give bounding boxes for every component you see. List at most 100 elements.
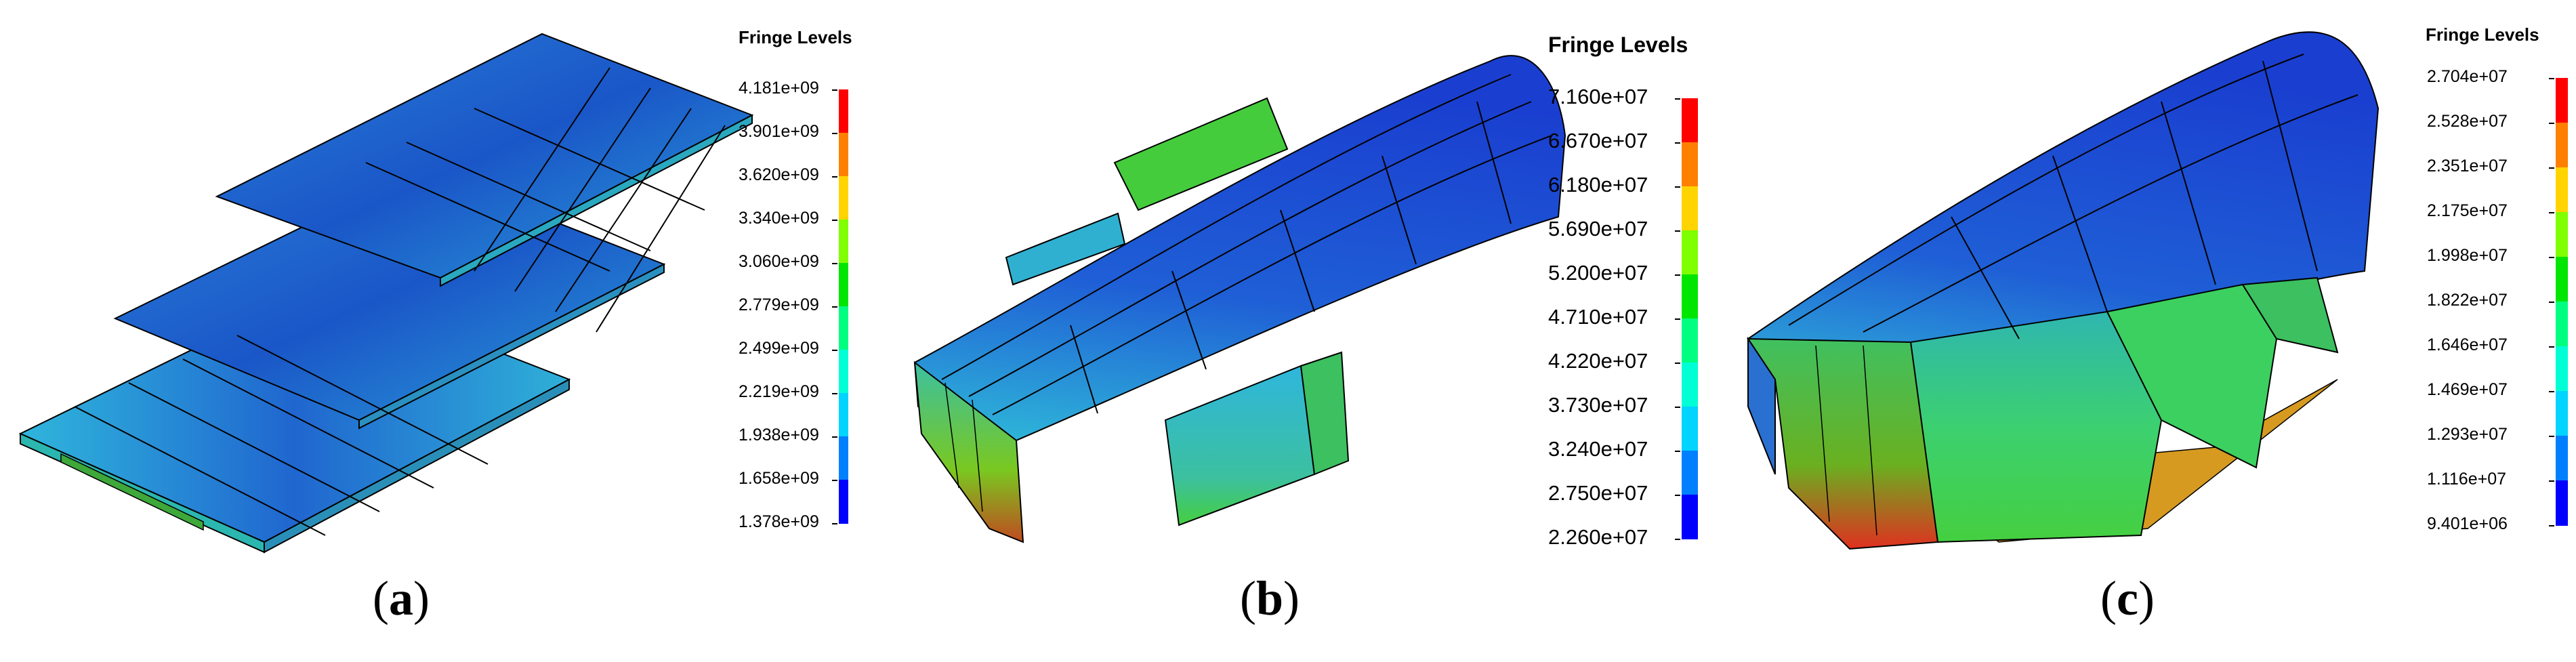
fringe-level-label: 2.175e+07 bbox=[2427, 201, 2508, 220]
fringe-level-label: 1.822e+07 bbox=[2427, 290, 2508, 310]
fringe-level-label: 9.401e+06 bbox=[2427, 514, 2508, 533]
caption-letter-a: a bbox=[388, 571, 413, 625]
fringe-swatch bbox=[839, 263, 848, 307]
fringe-colorbar-b bbox=[1682, 98, 1698, 539]
fringe-tick bbox=[832, 263, 837, 264]
fringe-level-label: 2.779e+09 bbox=[739, 295, 819, 314]
fringe-level-label: 2.260e+07 bbox=[1548, 524, 1648, 549]
caption-letter-b: b bbox=[1255, 571, 1284, 625]
fringe-tick bbox=[1675, 98, 1680, 100]
caption-c: (c) bbox=[2100, 571, 2155, 627]
fringe-level-label: 1.658e+09 bbox=[739, 468, 819, 488]
fringe-level-label: 4.710e+07 bbox=[1548, 304, 1648, 329]
fringe-tick bbox=[832, 89, 837, 91]
fringe-swatch bbox=[1682, 318, 1698, 363]
fringe-level-label: 3.340e+09 bbox=[739, 208, 819, 228]
fringe-level-label: 2.219e+09 bbox=[739, 381, 819, 401]
fringe-tick bbox=[2549, 167, 2554, 169]
fringe-swatch bbox=[839, 393, 848, 437]
fringe-tick bbox=[832, 350, 837, 351]
caption-close-a: ) bbox=[413, 571, 430, 625]
caption-close-c: ) bbox=[2138, 571, 2155, 625]
fringe-swatch bbox=[1682, 363, 1698, 407]
fringe-swatch bbox=[839, 133, 848, 177]
fringe-level-label: 7.160e+07 bbox=[1548, 84, 1648, 108]
fringe-level-label: 1.469e+07 bbox=[2427, 379, 2508, 399]
fringe-tick bbox=[832, 306, 837, 308]
fringe-swatch bbox=[839, 350, 848, 394]
fringe-level-label: 1.646e+07 bbox=[2427, 335, 2508, 354]
fringe-tick bbox=[832, 176, 837, 178]
fringe-colorbar-a bbox=[839, 89, 848, 524]
fringe-swatch bbox=[839, 176, 848, 220]
legend-title-a: Fringe Levels bbox=[739, 27, 852, 47]
arch-model-b bbox=[913, 55, 1566, 543]
caption-a: (a) bbox=[373, 571, 430, 627]
fringe-swatch bbox=[839, 480, 848, 524]
caption-letter-c: c bbox=[2116, 571, 2138, 625]
fringe-tick bbox=[1675, 451, 1680, 452]
fringe-tick bbox=[832, 133, 837, 134]
fringe-swatch bbox=[2556, 346, 2568, 392]
fringe-tick bbox=[1675, 539, 1680, 540]
fringe-swatch bbox=[839, 89, 848, 133]
legend-title-b: Fringe Levels bbox=[1548, 33, 1688, 57]
fringe-tick bbox=[832, 523, 837, 524]
fringe-tick bbox=[2549, 212, 2554, 213]
fringe-tick bbox=[2549, 391, 2554, 392]
fringe-level-label: 6.670e+07 bbox=[1548, 128, 1648, 152]
fringe-tick bbox=[2549, 436, 2554, 437]
fringe-tick bbox=[2549, 123, 2554, 124]
fringe-swatch bbox=[2556, 480, 2568, 526]
fringe-level-label: 1.938e+09 bbox=[739, 425, 819, 444]
fringe-tick bbox=[2549, 525, 2554, 526]
fringe-swatch bbox=[839, 436, 848, 480]
fringe-level-label: 1.998e+07 bbox=[2427, 245, 2508, 265]
fringe-swatch bbox=[1682, 451, 1698, 495]
caption-b: (b) bbox=[1240, 571, 1300, 627]
fringe-level-label: 3.901e+09 bbox=[739, 121, 819, 141]
fringe-tick bbox=[1675, 407, 1680, 408]
panel-c: Fringe Levels 2.704e+07 2.528e+07 2.351e+0… bbox=[1728, 0, 2576, 662]
fringe-level-label: 2.351e+07 bbox=[2427, 156, 2508, 175]
fringe-level-label: 3.730e+07 bbox=[1548, 392, 1648, 417]
fringe-level-label: 1.293e+07 bbox=[2427, 424, 2508, 444]
fringe-tick bbox=[1675, 186, 1680, 188]
caption-open-a: ( bbox=[373, 571, 389, 625]
fringe-swatch bbox=[2556, 391, 2568, 436]
fringe-level-label: 1.116e+07 bbox=[2427, 469, 2507, 489]
plate-model-a bbox=[18, 33, 754, 554]
fringe-tick bbox=[1675, 142, 1680, 144]
caption-close-b: ) bbox=[1283, 571, 1300, 625]
fringe-tick bbox=[1675, 274, 1680, 276]
fringe-colorbar-c bbox=[2556, 78, 2568, 526]
fringe-level-label: 2.499e+09 bbox=[739, 338, 819, 358]
fringe-swatch bbox=[1682, 407, 1698, 451]
fringe-swatch bbox=[2556, 302, 2568, 347]
fringe-level-label: 4.220e+07 bbox=[1548, 348, 1648, 373]
fringe-swatch bbox=[1682, 495, 1698, 539]
fringe-swatch bbox=[839, 306, 848, 350]
caption-open-b: ( bbox=[1240, 571, 1256, 625]
fringe-level-label: 3.240e+07 bbox=[1548, 436, 1648, 461]
fringe-level-label: 6.180e+07 bbox=[1548, 172, 1648, 196]
fringe-tick bbox=[1675, 230, 1680, 232]
fringe-swatch bbox=[2556, 257, 2568, 302]
legend-title-c: Fringe Levels bbox=[2426, 24, 2539, 45]
shell-model-c bbox=[1747, 31, 2380, 550]
fringe-level-label: 2.750e+07 bbox=[1548, 480, 1648, 505]
fringe-swatch bbox=[1682, 274, 1698, 319]
fringe-level-label: 1.378e+09 bbox=[739, 512, 819, 531]
caption-open-c: ( bbox=[2100, 571, 2117, 625]
fringe-swatch bbox=[2556, 167, 2568, 213]
fringe-tick bbox=[1675, 318, 1680, 320]
fringe-tick bbox=[1675, 363, 1680, 364]
fringe-swatch bbox=[2556, 78, 2568, 123]
fringe-swatch bbox=[1682, 186, 1698, 231]
fringe-swatch bbox=[1682, 142, 1698, 187]
fringe-tick bbox=[2549, 78, 2554, 79]
fringe-tick bbox=[832, 480, 837, 481]
fringe-level-label: 2.704e+07 bbox=[2427, 66, 2508, 86]
fringe-level-label: 2.528e+07 bbox=[2427, 111, 2508, 131]
